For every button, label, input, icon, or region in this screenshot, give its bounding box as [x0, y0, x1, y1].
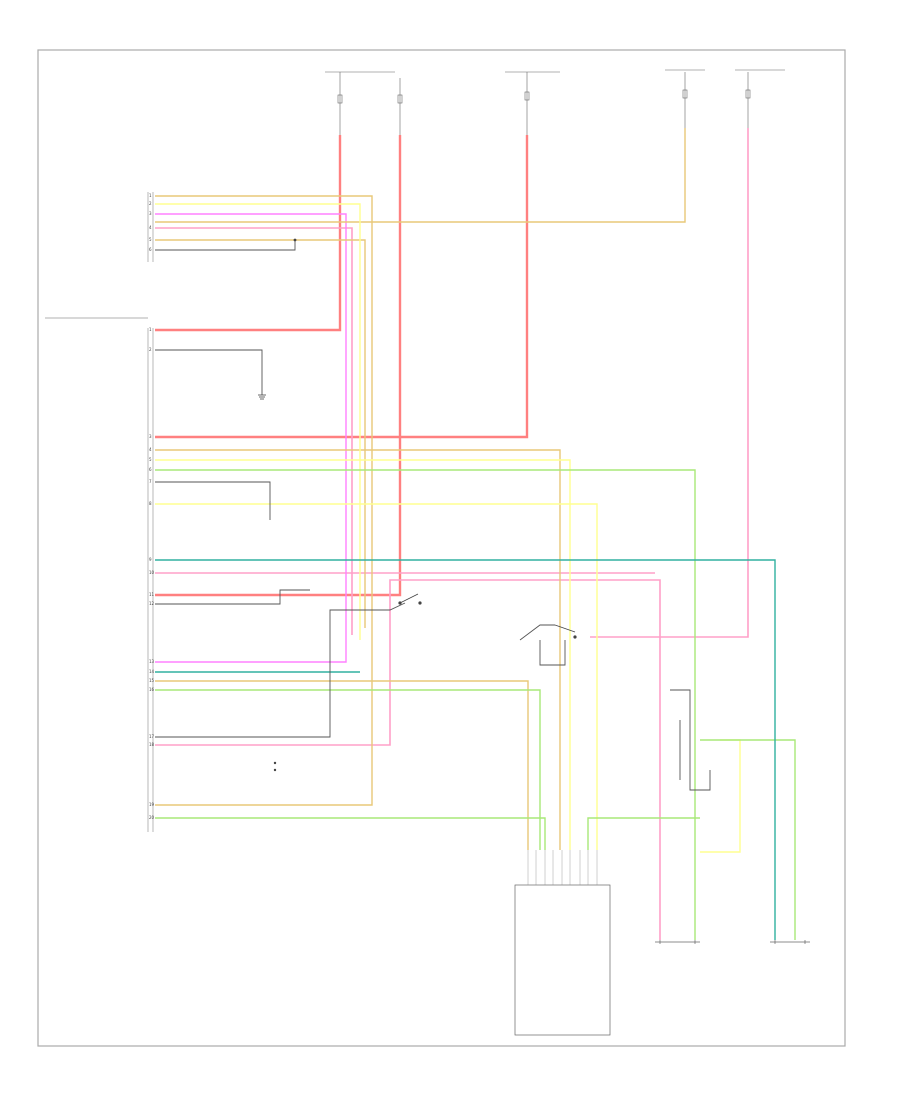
switch-symbol-2	[554, 624, 577, 639]
sensor-left	[655, 940, 700, 944]
svg-text:11: 11	[149, 592, 155, 597]
wire-teal	[155, 559, 776, 940]
svg-text:16: 16	[149, 687, 155, 692]
pcm-connector-upper	[147, 192, 154, 262]
svg-text:12: 12	[149, 601, 155, 606]
wire-yellow	[155, 203, 741, 853]
svg-text:4: 4	[149, 447, 152, 452]
switch-symbol-1	[398, 593, 422, 605]
svg-text:3: 3	[149, 211, 152, 216]
wire-red-main	[155, 135, 529, 597]
svg-text:6: 6	[149, 467, 152, 472]
fuse-block-1	[325, 71, 403, 135]
fuse-block-2	[505, 71, 560, 135]
svg-text:1: 1	[149, 327, 152, 332]
pcm-connector-lower	[147, 328, 154, 832]
sensor-right	[770, 940, 810, 944]
ground-symbol-1	[258, 394, 266, 400]
svg-text:7: 7	[149, 479, 152, 484]
svg-text:1: 1	[149, 193, 152, 198]
pcm-pin-numbers: 1 2 3 4 5 6 1 2 3 4 5 6 7 8 9 10 11 12 1…	[149, 193, 155, 820]
svg-text:9: 9	[149, 557, 152, 562]
svg-text:5: 5	[149, 237, 152, 242]
svg-text:6: 6	[149, 247, 152, 252]
wire-pink	[155, 128, 749, 940]
svg-text:4: 4	[149, 225, 152, 230]
svg-text:20: 20	[149, 815, 155, 820]
diagram-frame	[37, 49, 846, 1047]
svg-text:17: 17	[149, 734, 155, 739]
splice-dots	[273, 238, 297, 772]
svg-text:15: 15	[149, 678, 155, 683]
wire-gray	[155, 240, 711, 791]
svg-text:14: 14	[149, 669, 155, 674]
wire-light-green	[155, 469, 796, 940]
svg-text:19: 19	[149, 802, 155, 807]
svg-text:8: 8	[149, 501, 152, 506]
svg-text:3: 3	[149, 434, 152, 439]
svg-text:18: 18	[149, 742, 155, 747]
fuse-block-3	[665, 69, 705, 128]
svg-text:10: 10	[149, 570, 155, 575]
wire-tan	[155, 128, 686, 850]
transmission-connector	[514, 850, 611, 1036]
wire-magenta	[155, 213, 347, 663]
svg-text:5: 5	[149, 457, 152, 462]
svg-text:13: 13	[149, 659, 155, 664]
svg-text:2: 2	[149, 201, 152, 206]
fuse-block-4	[735, 69, 785, 128]
svg-text:2: 2	[149, 347, 152, 352]
